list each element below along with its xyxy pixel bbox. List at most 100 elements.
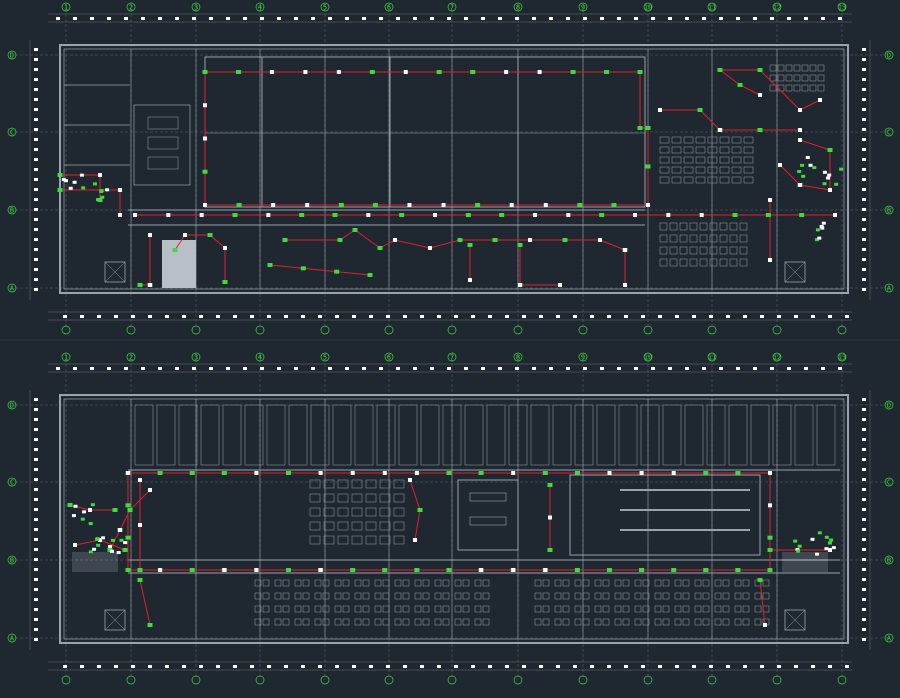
light-fixture — [511, 471, 516, 475]
dimension-tick — [481, 17, 485, 20]
dimension-tick — [556, 315, 560, 318]
workstation — [254, 579, 262, 587]
dimension-tick — [34, 518, 38, 521]
workstation — [354, 605, 362, 613]
axis-bubble — [772, 675, 782, 685]
axis-bubble — [707, 325, 717, 335]
device-cluster — [800, 163, 805, 167]
lab-bench — [309, 535, 321, 545]
smoke-detector — [332, 213, 338, 217]
dimension-tick — [107, 367, 111, 370]
dimension-tick — [862, 248, 866, 251]
dimension-tick — [454, 665, 458, 668]
workstation — [482, 618, 490, 626]
dimension-tick — [379, 367, 383, 370]
dimension-tick — [34, 288, 38, 291]
dimension-tick — [658, 315, 662, 318]
dimension-tick — [311, 17, 315, 20]
dimension-tick — [182, 665, 186, 668]
workstation — [462, 592, 470, 600]
dimension-tick — [34, 88, 38, 91]
desk — [659, 166, 670, 174]
dimension-tick — [107, 17, 111, 20]
dimension-tick — [828, 315, 832, 318]
desk — [671, 166, 682, 174]
light-fixture — [138, 478, 142, 482]
small-room — [288, 404, 308, 466]
axis-bubble — [707, 352, 717, 362]
small-room — [618, 404, 638, 466]
device-cluster — [839, 167, 844, 171]
dimension-tick — [862, 138, 866, 141]
axis-bubble — [7, 400, 17, 410]
dimension-tick — [34, 198, 38, 201]
dimension-tick — [420, 665, 424, 668]
axis-bubble — [320, 675, 330, 685]
smoke-detector — [517, 243, 523, 247]
workstation — [762, 579, 770, 587]
lab-bench — [365, 493, 377, 503]
workstation — [622, 618, 630, 626]
row-axis-label: C — [887, 129, 891, 137]
workstation — [254, 618, 262, 626]
workstation — [394, 618, 402, 626]
dimension-tick — [862, 68, 866, 71]
light-fixture — [548, 515, 552, 520]
axis-bubble — [126, 325, 136, 335]
light-fixture — [73, 543, 77, 547]
dimension-tick — [566, 17, 570, 20]
workstation — [422, 618, 430, 626]
desk — [739, 222, 748, 231]
workstation — [482, 592, 490, 600]
dimension-tick — [233, 665, 237, 668]
row-axis-label: D — [10, 52, 14, 60]
light-fixture — [658, 108, 662, 112]
workstation — [534, 605, 542, 613]
axis-bubble — [61, 675, 71, 685]
workstation — [302, 579, 310, 587]
dimension-tick — [34, 208, 38, 211]
axis-bubble — [884, 127, 894, 137]
smoke-detector — [417, 508, 423, 512]
workstation — [422, 605, 430, 613]
dimension-tick — [34, 488, 38, 491]
axis-bubble — [255, 2, 265, 12]
dimension-tick — [199, 315, 203, 318]
circuit-run — [519, 245, 560, 286]
workstation — [714, 592, 722, 600]
desk — [683, 166, 694, 174]
dimension-tick — [250, 665, 254, 668]
device-cluster — [819, 225, 824, 229]
small-room — [420, 404, 440, 466]
axis-bubble — [513, 352, 523, 362]
desk — [785, 64, 793, 72]
workstation — [554, 618, 562, 626]
light-fixture — [133, 213, 137, 217]
small-room — [552, 404, 572, 466]
dimension-tick — [447, 17, 451, 20]
workstation — [294, 592, 302, 600]
dimension-tick — [226, 367, 230, 370]
smoke-detector — [334, 269, 340, 274]
workstation — [654, 618, 662, 626]
dimension-tick — [862, 148, 866, 151]
dimension-tick — [862, 238, 866, 241]
light-fixture — [158, 568, 163, 572]
device-cluster — [100, 195, 105, 199]
device-cluster — [99, 189, 104, 193]
workstation — [542, 579, 550, 587]
workstation — [334, 579, 342, 587]
small-room — [222, 404, 242, 466]
dimension-tick — [777, 315, 781, 318]
axis-bubble — [384, 2, 394, 12]
dimension-tick — [658, 665, 662, 668]
workstation — [642, 618, 650, 626]
desk — [659, 136, 670, 144]
workstation — [302, 605, 310, 613]
meeting-room — [457, 479, 519, 551]
dimension-tick — [73, 367, 77, 370]
desk — [689, 222, 698, 231]
workstation — [414, 579, 422, 587]
dimension-tick — [294, 367, 298, 370]
small-room — [376, 404, 396, 466]
